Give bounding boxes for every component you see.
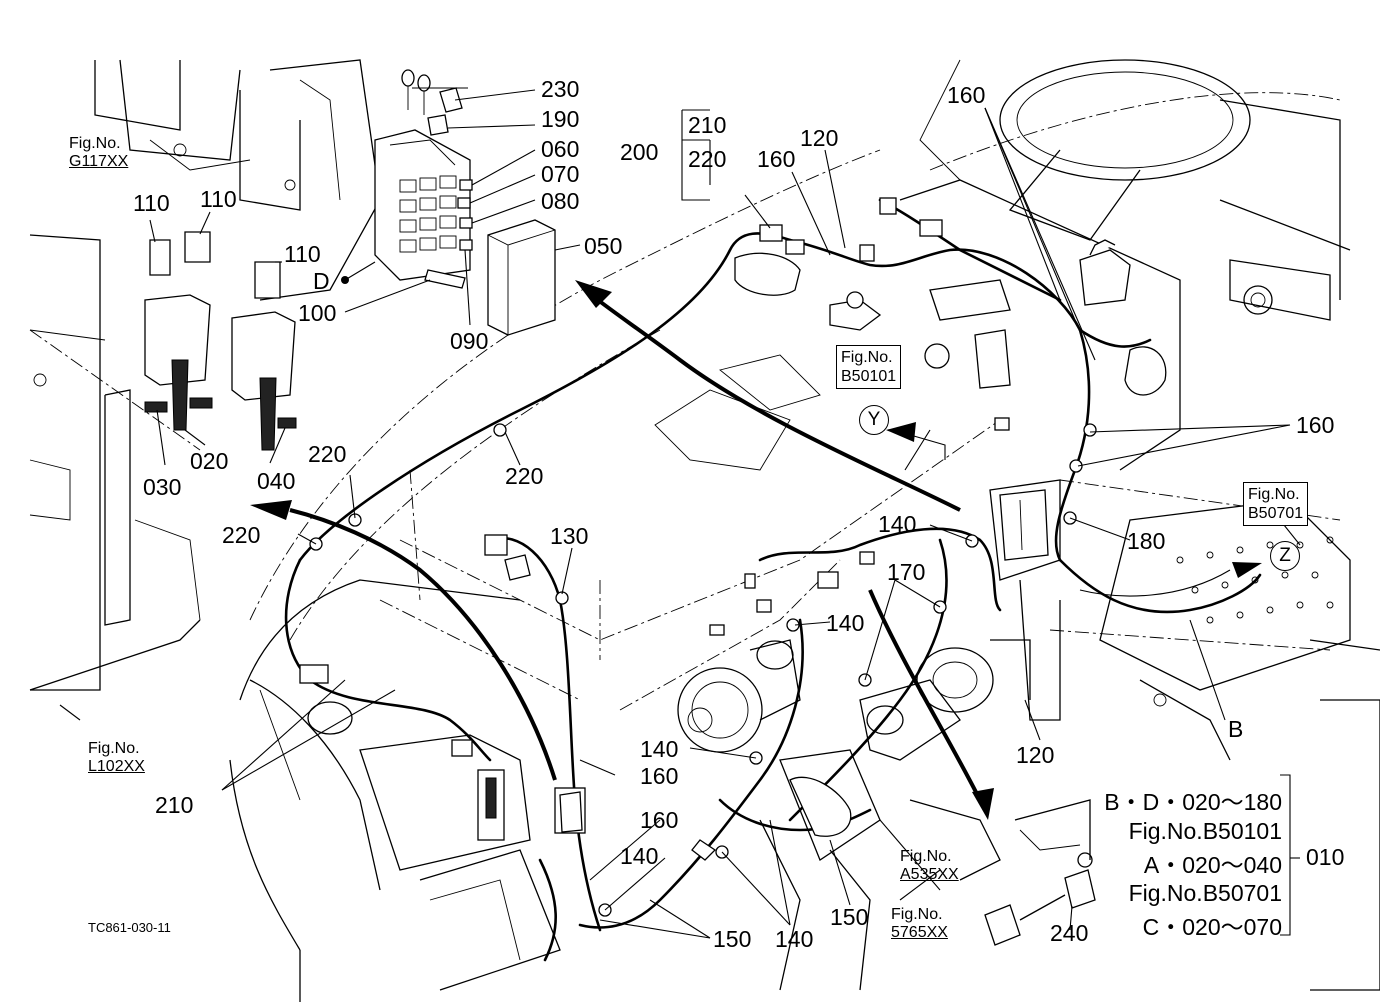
callout-090: 090 [450,328,489,354]
letter-d: D [313,268,330,294]
callout-060: 060 [541,136,580,162]
callout-050: 050 [584,233,623,259]
callout-150-a: 150 [713,926,752,952]
callout-130: 130 [550,523,589,549]
decal-area [654,354,821,471]
callout-210-top: 210 [688,112,727,138]
callout-160-b: 160 [947,82,986,108]
callout-120-b: 120 [1016,742,1055,768]
fig-ref-code: B50701 [1248,505,1304,523]
fig-ref-b50101[interactable]: Fig.No. B50101 [836,345,902,390]
callout-140-b: 140 [826,610,865,636]
legend-line-4: Fig.No.B50701 [1128,880,1282,906]
callout-150-b: 150 [830,904,869,930]
callout-110-b: 110 [200,186,237,212]
callout-160-c: 160 [1296,412,1335,438]
legend-line-3: A・020～040 [1143,852,1282,878]
callout-210-bottom: 210 [155,792,194,818]
callout-140-e: 140 [775,926,814,952]
callout-160-e: 160 [640,807,679,833]
fig-ref-code: G117XX [69,153,129,171]
callout-140-a: 140 [878,511,917,537]
fig-ref-label: Fig.No. [891,906,943,923]
callout-070: 070 [541,161,580,187]
callout-110-a: 110 [133,190,170,216]
fig-ref-code: L102XX [88,758,145,776]
view-marker-z: Z [1270,541,1300,571]
callout-220-b: 220 [505,463,544,489]
fig-ref-code: B50101 [841,368,897,386]
assembly-number: 010 [1306,844,1345,870]
drawing-code: TC861-030-11 [88,920,171,935]
fig-ref-label: Fig.No. [900,848,952,865]
fig-ref-label: Fig.No. [69,135,121,152]
callout-160-d: 160 [640,763,679,789]
letter-b: B [1228,716,1244,742]
fuse-box [374,69,556,336]
fig-ref-label: Fig.No. [88,740,140,757]
fig-ref-b50701[interactable]: Fig.No. B50701 [1243,482,1309,527]
route-arrows [250,280,1262,820]
callout-160-a: 160 [757,146,796,172]
callout-030: 030 [143,474,182,500]
callout-120-a: 120 [800,125,839,151]
fig-ref-5765xx[interactable]: Fig.No. 5765XX [891,906,948,943]
fig-ref-g117xx[interactable]: Fig.No. G117XX [69,135,128,172]
callout-100: 100 [298,300,337,326]
callout-190: 190 [541,106,580,132]
view-marker-y: Y [859,405,889,435]
callout-240: 240 [1050,920,1089,946]
fig-ref-label: Fig.No. [1248,486,1300,503]
callout-180: 180 [1127,528,1166,554]
callout-140-c: 140 [640,736,679,762]
callout-220-a: 220 [308,441,347,467]
callout-080: 080 [541,188,580,214]
hood-body [229,579,561,1002]
steering-column [899,59,1351,721]
callout-230: 230 [541,76,580,102]
harness-wires [284,198,1262,962]
callout-220-top: 220 [688,146,727,172]
callout-140-d: 140 [620,843,659,869]
legend-bracket [1280,774,1300,936]
left-frame [29,59,381,691]
fig-ref-label: Fig.No. [841,349,893,366]
fuse-holders [144,231,297,451]
callout-220-c: 220 [222,522,261,548]
fig-ref-code: 5765XX [891,924,948,942]
legend-line-2: Fig.No.B50101 [1128,818,1282,844]
fig-ref-l102xx[interactable]: Fig.No. L102XX [88,740,145,777]
leader-lines [59,87,1301,939]
fig-ref-code: A535XX [900,866,959,884]
callout-200: 200 [620,139,659,165]
fig-ref-a535xx[interactable]: Fig.No. A535XX [900,848,959,885]
connectors [299,197,1167,946]
callout-040: 040 [257,468,296,494]
callout-020: 020 [190,448,229,474]
bonnet-outline [249,92,1341,711]
callout-170: 170 [887,559,926,585]
legend-line-5: C・020～070 [1142,914,1282,940]
callout-110-c: 110 [284,241,321,267]
legend-line-1: B・D・020～180 [1104,789,1282,815]
